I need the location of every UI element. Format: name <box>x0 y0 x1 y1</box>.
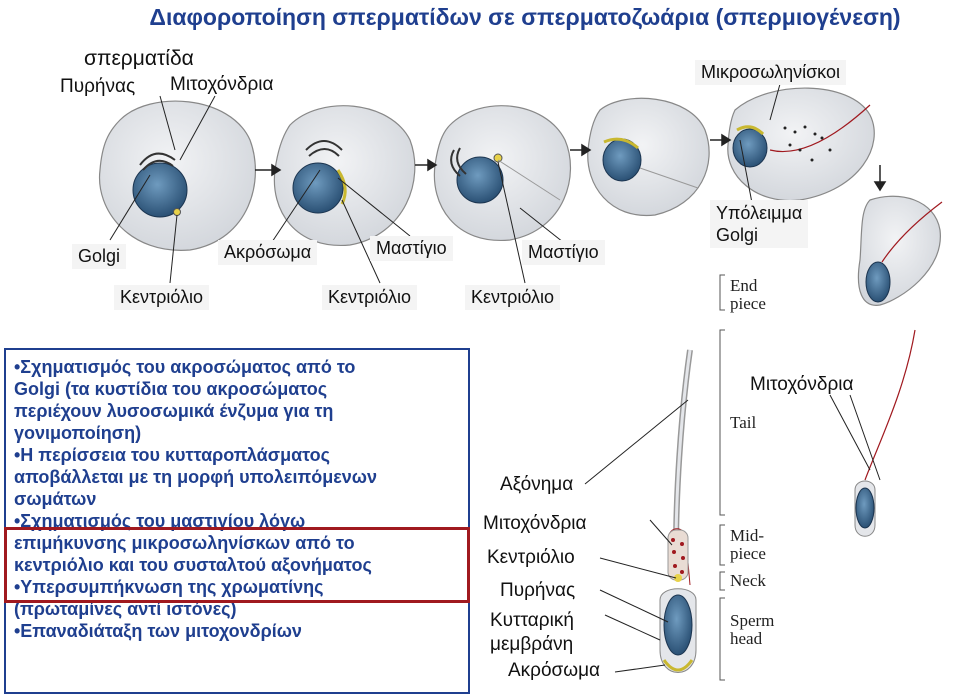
label-acrosome-mid: Ακρόσωμα <box>218 240 317 265</box>
bullet-line: σωμάτων <box>14 488 460 510</box>
mature-sperm <box>660 350 696 673</box>
label-flagellum-1: Μαστίγιο <box>370 236 453 261</box>
label-sperm-head-1: Sperm <box>730 611 774 630</box>
spermatid-cell-2 <box>274 106 414 246</box>
spermatid-cell-6 <box>858 196 942 305</box>
bullet-line: Golgi (τα κυστίδια του ακροσώματος <box>14 378 460 400</box>
label-golgi-remnant: Υπόλειμμα Golgi <box>710 200 808 248</box>
bullet-line: •Η περίσσεια του κυτταροπλάσματος <box>14 444 460 466</box>
summary-textbox: •Σχηματισμός του ακροσώματος από το Golg… <box>4 348 470 694</box>
spermatid-cell-3 <box>434 106 570 241</box>
label-golgi: Golgi <box>72 244 126 269</box>
label-end-piece-1: End <box>730 276 757 295</box>
label-axoneme: Αξόνημα <box>500 474 573 496</box>
label-sperm-head: Sperm head <box>730 612 774 648</box>
label-golgi-remnant-line2: Golgi <box>716 224 802 246</box>
label-nucleus-lower: Πυρήνας <box>500 580 575 602</box>
label-cell-membrane-2: μεμβράνη <box>490 634 573 656</box>
label-end-piece-2: piece <box>730 294 766 313</box>
label-golgi-remnant-line1: Υπόλειμμα <box>716 202 802 224</box>
label-cell-membrane-1: Κυτταρική <box>490 610 574 632</box>
label-microtubules: Μικροσωληνίσκοι <box>695 60 846 85</box>
bullet-line: γονιμοποίηση) <box>14 422 460 444</box>
label-sperm-head-2: head <box>730 629 762 648</box>
bullet-line: •Επαναδιάταξη των μιτοχονδρίων <box>14 620 460 642</box>
label-centriole-2: Κεντριόλιο <box>322 285 417 310</box>
label-end-piece: End piece <box>730 277 766 313</box>
label-mitochondria-right: Μιτοχόνδρια <box>750 374 853 396</box>
label-mitochondria-lower: Μιτοχόνδρια <box>483 513 586 535</box>
label-mid-piece: Mid- piece <box>730 527 766 563</box>
label-spermatid: σπερματίδα <box>84 47 194 71</box>
label-tail: Tail <box>730 414 756 432</box>
label-mid-piece-2: piece <box>730 544 766 563</box>
bullet-line: •Σχηματισμός του ακροσώματος από το <box>14 356 460 378</box>
label-acrosome-lower: Ακρόσωμα <box>508 660 600 682</box>
highlight-box <box>4 527 470 603</box>
label-nucleus-top: Πυρήνας <box>60 76 135 98</box>
sperm-small-right <box>855 330 915 536</box>
label-neck: Neck <box>730 572 766 590</box>
spermatid-cell-1 <box>100 101 256 250</box>
label-centriole-lower: Κεντριόλιο <box>487 547 575 569</box>
bullet-line: περιέχουν λυσοσωμικά ένζυμα για τη <box>14 400 460 422</box>
label-flagellum-2: Μαστίγιο <box>522 240 605 265</box>
label-mid-piece-1: Mid- <box>730 526 764 545</box>
label-centriole-3: Κεντριόλιο <box>465 285 560 310</box>
spermatid-cell-4 <box>588 98 709 215</box>
label-centriole-1: Κεντριόλιο <box>114 285 209 310</box>
label-mitochondria-top: Μιτοχόνδρια <box>170 74 273 96</box>
bullet-line: αποβάλλεται με τη μορφή υπολειπόμενων <box>14 466 460 488</box>
spermatid-cell-5 <box>728 88 874 200</box>
